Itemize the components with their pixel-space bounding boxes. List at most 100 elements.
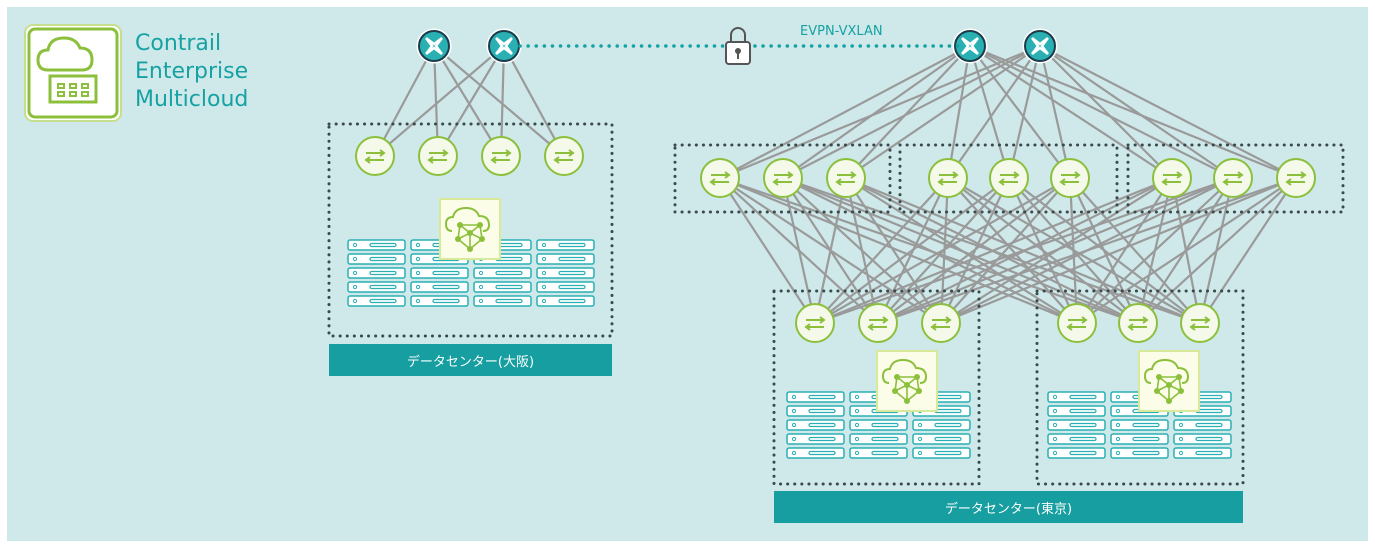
server-icon [1173, 419, 1232, 431]
server-icon [1047, 391, 1106, 403]
router-icon [416, 28, 452, 64]
link [719, 44, 1041, 180]
switch-icon [1057, 303, 1097, 343]
link [969, 45, 1234, 179]
link [969, 45, 1173, 179]
link [877, 177, 1071, 324]
link [433, 45, 502, 157]
server-icon [786, 419, 845, 431]
switch-icon [1152, 158, 1192, 198]
link [503, 45, 565, 157]
router-icon [1022, 28, 1058, 64]
server-icon [1173, 447, 1232, 459]
server-icon [1047, 405, 1106, 417]
link [940, 176, 1297, 325]
link [1069, 177, 1139, 324]
link [813, 177, 848, 324]
link [719, 177, 816, 324]
datacenter-osaka-box [327, 122, 614, 338]
switch-icon [355, 136, 395, 176]
cloud-building-icon [24, 24, 122, 122]
server-icon [536, 253, 595, 265]
server-icon [786, 405, 845, 417]
link [1039, 45, 1234, 179]
server-icon [1110, 447, 1169, 459]
link [433, 45, 565, 157]
server-icon [410, 281, 469, 293]
switch-icon [481, 136, 521, 176]
server-icon [410, 267, 469, 279]
link [844, 177, 880, 324]
link [374, 45, 505, 157]
link [1038, 45, 1072, 179]
server-icon [536, 267, 595, 279]
fabric-group-1-box [673, 143, 892, 214]
link [940, 177, 1071, 324]
server-icon [786, 391, 845, 403]
server-icon [786, 433, 845, 445]
link [814, 176, 1173, 325]
server-icon [912, 433, 971, 445]
link [968, 45, 1011, 179]
orchestrator-icon [876, 350, 938, 412]
datacenter-tokyo-banner: データセンター(東京) [774, 491, 1243, 523]
switch-icon [921, 303, 961, 343]
group-boxes [327, 122, 1345, 486]
datacenter-osaka-banner: データセンター(大阪) [329, 344, 612, 376]
server-icon [1047, 433, 1106, 445]
server-icon [1047, 419, 1106, 431]
link [782, 45, 1041, 179]
pod-tokyo-2-box [1035, 289, 1245, 486]
server-icon [1047, 447, 1106, 459]
link [782, 177, 1078, 324]
link [946, 45, 972, 179]
switch-icon [1276, 158, 1316, 198]
switch-icon [544, 136, 584, 176]
link [1039, 45, 1173, 179]
link [877, 176, 1297, 325]
server-icon [347, 267, 406, 279]
switch-icon [1180, 303, 1220, 343]
link [877, 176, 1234, 325]
server-icon [473, 295, 532, 307]
link [1069, 177, 1201, 324]
link [1076, 177, 1173, 324]
link [1076, 177, 1297, 324]
server-icon [1110, 433, 1169, 445]
product-title: Contrail Enterprise Multicloud [135, 30, 248, 114]
overlay-label: EVPN-VXLAN [800, 24, 883, 39]
switch-icon [826, 158, 866, 198]
router-icon [486, 28, 522, 64]
link [781, 177, 817, 324]
server-icon [536, 239, 595, 251]
server-icon [410, 295, 469, 307]
server-icon [536, 281, 595, 293]
link [845, 45, 971, 179]
server-icon [536, 295, 595, 307]
switch-icon [700, 158, 740, 198]
switch-icon [1050, 158, 1090, 198]
server-icon [786, 447, 845, 459]
orchestrator-icon [1138, 350, 1200, 412]
server-icon [473, 281, 532, 293]
server-icon [347, 239, 406, 251]
link [719, 45, 971, 179]
link [374, 45, 435, 157]
link [947, 45, 1041, 179]
link [814, 177, 1010, 324]
server-rack [347, 239, 595, 307]
link [782, 45, 971, 179]
router-icon [952, 28, 988, 64]
product-title-line-1: Contrail [135, 31, 222, 56]
orchestrator-icon [439, 198, 501, 260]
product-title-line-3: Multicloud [135, 87, 249, 112]
server-icon [912, 447, 971, 459]
switch-icon [763, 158, 803, 198]
server-icon [347, 281, 406, 293]
link [1076, 177, 1234, 324]
server-icon [1173, 433, 1232, 445]
server-icon [849, 433, 908, 445]
links [374, 44, 1297, 325]
